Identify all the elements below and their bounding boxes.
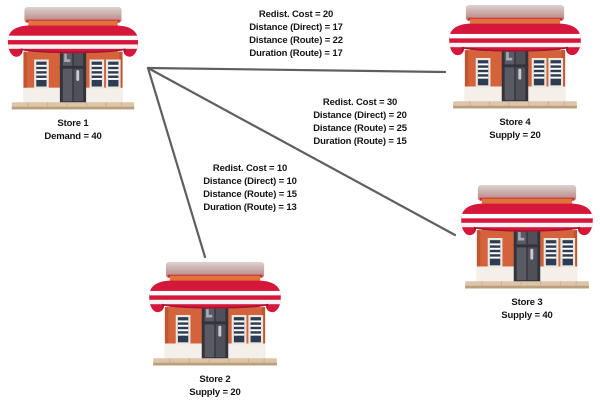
distance-route-text: Distance (Route) = 22 (249, 35, 343, 46)
store-2-name: Store 2 (199, 374, 231, 385)
store-1-demand: Demand = 40 (44, 131, 102, 142)
duration-route-text: Duration (Route) = 17 (249, 48, 343, 59)
store-3-node: Store 3 Supply = 40 (457, 183, 597, 322)
redist-cost-text: Redist. Cost = 20 (258, 9, 334, 20)
link-line-store1-store3 (146, 66, 457, 237)
store-1-name: Store 1 (57, 118, 89, 129)
store-2-supply: Supply = 20 (189, 387, 241, 398)
store-building-icon (458, 183, 596, 293)
duration-route-text: Duration (Route) = 15 (313, 136, 407, 147)
store-2-node: Store 2 Supply = 20 (145, 260, 285, 399)
store-building-icon (5, 5, 141, 114)
store-building-icon (446, 3, 584, 113)
distance-direct-text: Distance (Direct) = 17 (249, 22, 343, 33)
store-3-name: Store 3 (511, 297, 543, 308)
duration-route-text: Duration (Route) = 13 (203, 202, 297, 213)
link-label-store1-store3: Redist. Cost = 30 Distance (Direct) = 20… (280, 96, 440, 148)
link-label-store1-store4: Redist. Cost = 20 Distance (Direct) = 17… (216, 8, 376, 60)
redist-cost-text: Redist. Cost = 10 (212, 163, 288, 174)
store-1-node: Store 1 Demand = 40 (4, 5, 142, 143)
link-label-store1-store2: Redist. Cost = 10 Distance (Direct) = 10… (170, 162, 330, 214)
distance-route-text: Distance (Route) = 15 (203, 189, 297, 200)
redist-cost-text: Redist. Cost = 30 (322, 97, 398, 108)
distance-route-text: Distance (Route) = 25 (313, 123, 407, 134)
distance-direct-text: Distance (Direct) = 10 (203, 176, 297, 187)
store-4-name: Store 4 (499, 117, 531, 128)
store-3-supply: Supply = 40 (501, 310, 553, 321)
link-line-store1-store4 (146, 66, 447, 74)
distance-direct-text: Distance (Direct) = 20 (313, 110, 407, 121)
link-line-store1-store2 (146, 66, 207, 259)
store-4-node: Store 4 Supply = 20 (445, 3, 585, 142)
store-building-icon (146, 260, 284, 370)
store-4-supply: Supply = 20 (489, 130, 541, 141)
